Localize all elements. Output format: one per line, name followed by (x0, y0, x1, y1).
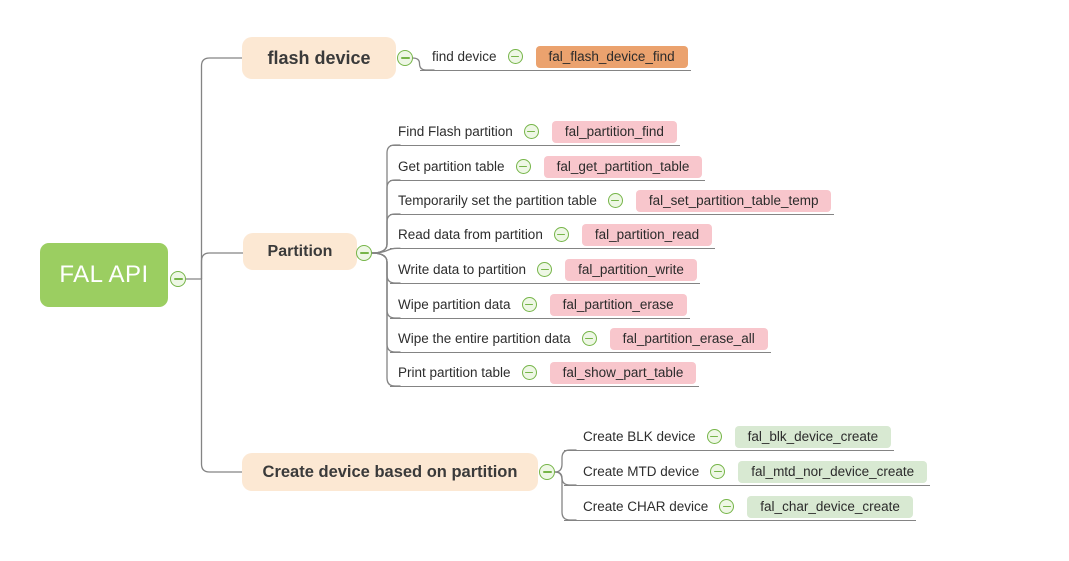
api-row: Create MTD device fal_mtd_nor_device_cre… (564, 458, 931, 486)
api-row: Wipe partition data fal_partition_erase (390, 291, 690, 319)
function-chip[interactable]: fal_partition_erase (549, 293, 687, 316)
branch-node-flash-device[interactable]: flash device (242, 37, 396, 79)
topic-label[interactable]: Create CHAR device (583, 499, 709, 514)
api-row: Temporarily set the partition table fal_… (390, 187, 835, 215)
function-chip[interactable]: fal_partition_erase_all (609, 327, 768, 350)
collapse-icon[interactable] (710, 464, 726, 479)
collapse-icon[interactable] (553, 227, 569, 242)
branch-label: Partition (267, 242, 333, 260)
branch-node-create-device[interactable]: Create device based on partition (242, 453, 538, 491)
topic-label[interactable]: Create BLK device (583, 429, 696, 444)
collapse-icon[interactable] (607, 193, 623, 208)
collapse-icon[interactable] (719, 499, 735, 514)
topic-label[interactable]: Write data to partition (398, 262, 527, 277)
branch-label: Create device based on partition (262, 462, 518, 481)
branch-node-partition[interactable]: Partition (243, 233, 357, 270)
function-chip[interactable]: fal_partition_find (551, 120, 677, 143)
collapse-icon[interactable] (515, 159, 531, 174)
function-chip[interactable]: fal_show_part_table (549, 361, 697, 384)
function-chip[interactable]: fal_mtd_nor_device_create (738, 460, 928, 483)
branch-label: flash device (267, 47, 371, 68)
topic-label[interactable]: Print partition table (398, 365, 511, 380)
collapse-icon[interactable] (581, 331, 597, 346)
topic-label[interactable]: Read data from partition (398, 227, 543, 242)
topic-label[interactable]: Wipe partition data (398, 297, 511, 312)
collapse-icon[interactable] (521, 297, 537, 312)
topic-label[interactable]: Temporarily set the partition table (398, 193, 597, 208)
api-row: Find Flash partition fal_partition_find (390, 118, 680, 146)
collapse-icon[interactable] (507, 49, 523, 64)
api-row: find device fal_flash_device_find (420, 43, 691, 71)
collapse-icon[interactable] (521, 365, 537, 380)
root-node-label: FAL API (59, 261, 149, 288)
api-row: Wipe the entire partition data fal_parti… (390, 325, 771, 353)
root-node[interactable]: FAL API (40, 243, 168, 307)
collapse-icon[interactable] (537, 262, 553, 277)
function-chip[interactable]: fal_get_partition_table (543, 155, 703, 178)
api-row: Create CHAR device fal_char_device_creat… (564, 493, 916, 521)
topic-label[interactable]: Create MTD device (583, 464, 700, 479)
api-row: Write data to partition fal_partition_wr… (390, 256, 700, 284)
function-chip[interactable]: fal_blk_device_create (734, 425, 892, 448)
collapse-icon[interactable] (523, 124, 539, 139)
api-row: Print partition table fal_show_part_tabl… (390, 359, 700, 387)
collapse-icon[interactable] (706, 429, 722, 444)
function-chip[interactable]: fal_partition_read (581, 223, 713, 246)
topic-label[interactable]: find device (432, 49, 497, 64)
topic-label[interactable]: Wipe the entire partition data (398, 331, 571, 346)
collapse-icon[interactable] (170, 271, 186, 287)
collapse-icon[interactable] (539, 464, 555, 480)
topic-label[interactable]: Find Flash partition (398, 124, 513, 139)
api-row: Get partition table fal_get_partition_ta… (390, 153, 706, 181)
function-chip[interactable]: fal_partition_write (565, 258, 697, 281)
topic-label[interactable]: Get partition table (398, 159, 505, 174)
collapse-icon[interactable] (356, 245, 372, 261)
function-chip[interactable]: fal_set_partition_table_temp (635, 189, 832, 212)
function-chip[interactable]: fal_char_device_create (747, 495, 913, 518)
api-row: Create BLK device fal_blk_device_create (564, 423, 895, 451)
function-chip[interactable]: fal_flash_device_find (535, 45, 688, 68)
collapse-icon[interactable] (397, 50, 413, 66)
api-row: Read data from partition fal_partition_r… (390, 221, 716, 249)
